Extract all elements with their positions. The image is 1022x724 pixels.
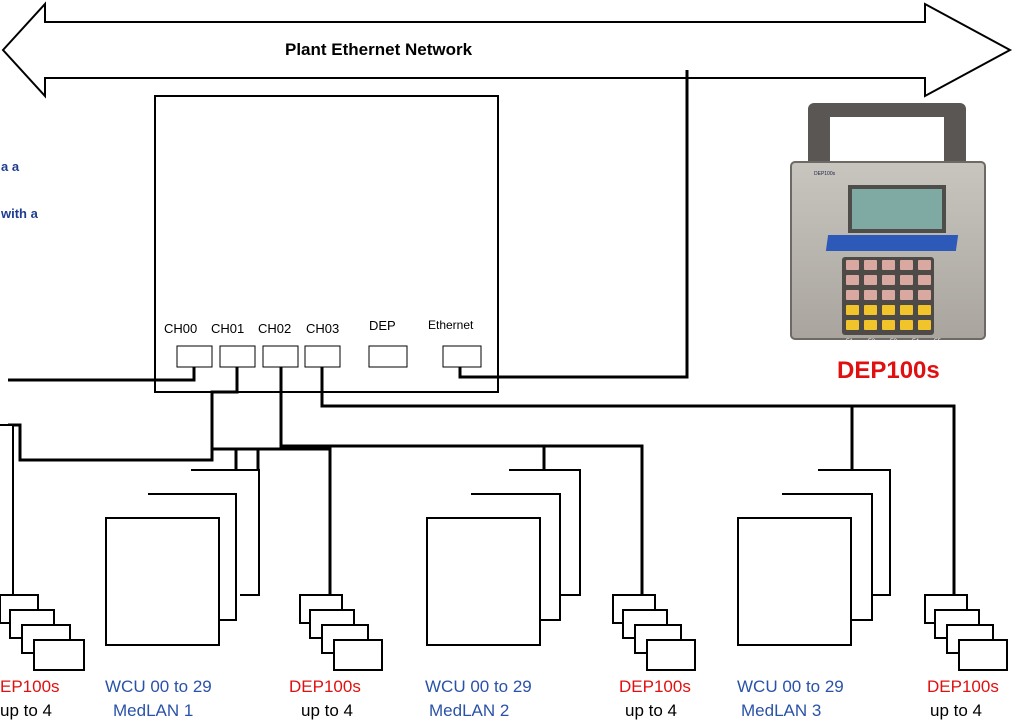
device-fkey-bar [825,235,959,251]
device-screen [848,185,946,233]
key [846,305,859,315]
port-dep [368,345,408,368]
key [900,305,913,315]
port-ch03 [304,345,341,368]
device-brand-label: DEP100s [814,171,836,177]
port-ch02 [262,345,299,368]
port-label-dep: DEP [369,318,396,333]
group0-dep-label: EP100s [0,677,60,696]
port-boxes [176,345,482,368]
group2-wcu-label: WCU 00 to 29 [425,677,532,696]
key [846,275,859,285]
ch02-wire [279,367,546,470]
key [846,320,859,330]
controller-box [154,95,499,393]
ethernet-uplink [458,70,689,379]
key [882,275,895,285]
key [900,260,913,270]
key [864,305,877,315]
group1-wcu-label: WCU 00 to 29 [105,677,212,696]
device-handle-hole [830,117,944,165]
key [864,260,877,270]
key [900,320,913,330]
key [900,290,913,300]
fkey-label-f5: F5 [934,339,942,345]
port-ch00 [176,345,213,368]
ch01-wire [8,367,239,462]
key [882,320,895,330]
port-label-ch00: CH00 [164,321,198,336]
key [918,275,931,285]
group3-dep-label: DEP100s [927,677,999,696]
group1-dep-label: DEP100s [289,677,361,696]
side-note-1: a a [1,159,20,174]
group3-dep-count: up to 4 [930,701,982,720]
ethernet-arrow [1,1,1013,99]
group2-medlan: MedLAN 2 [429,701,510,720]
dep100s-device-image: DEP100s F1 F2 F3 F4 F5 [790,103,986,345]
port-label-ch02: CH02 [258,321,292,336]
key [918,320,931,330]
medlan2-bus [544,444,644,595]
key [846,260,859,270]
key [864,275,877,285]
key [918,260,931,270]
group1-dep-count: up to 4 [301,701,353,720]
key [882,260,895,270]
key [900,275,913,285]
key [882,290,895,300]
dep-stacks [0,594,1008,671]
ch03-wire [320,367,956,595]
ch00-wire [8,367,196,382]
port-label-ch01: CH01 [211,321,245,336]
wcu-stacks [0,424,891,646]
fkey-label-f2: F2 [868,339,876,345]
key [918,290,931,300]
key [846,290,859,300]
side-note-2: with a [1,206,38,221]
group1-medlan: MedLAN 1 [113,701,194,720]
group3-medlan: MedLAN 3 [741,701,822,720]
key [882,305,895,315]
device-name-label: DEP100s [837,357,940,384]
fkey-label-f3: F3 [890,339,898,345]
port-label-ch03: CH03 [306,321,340,336]
group0-dep-count: up to 4 [0,701,52,720]
key [864,320,877,330]
network-title: Plant Ethernet Network [285,40,473,59]
key [864,290,877,300]
port-label-ethernet: Ethernet [428,318,474,332]
medlan1-dep [258,447,332,595]
port-ethernet [442,345,482,368]
fkey-label-f1: F1 [846,339,854,345]
key [918,305,931,315]
fkey-label-f4: F4 [912,339,920,345]
group2-dep-count: up to 4 [625,701,677,720]
group3-wcu-label: WCU 00 to 29 [737,677,844,696]
port-ch01 [219,345,256,368]
group2-dep-label: DEP100s [619,677,691,696]
